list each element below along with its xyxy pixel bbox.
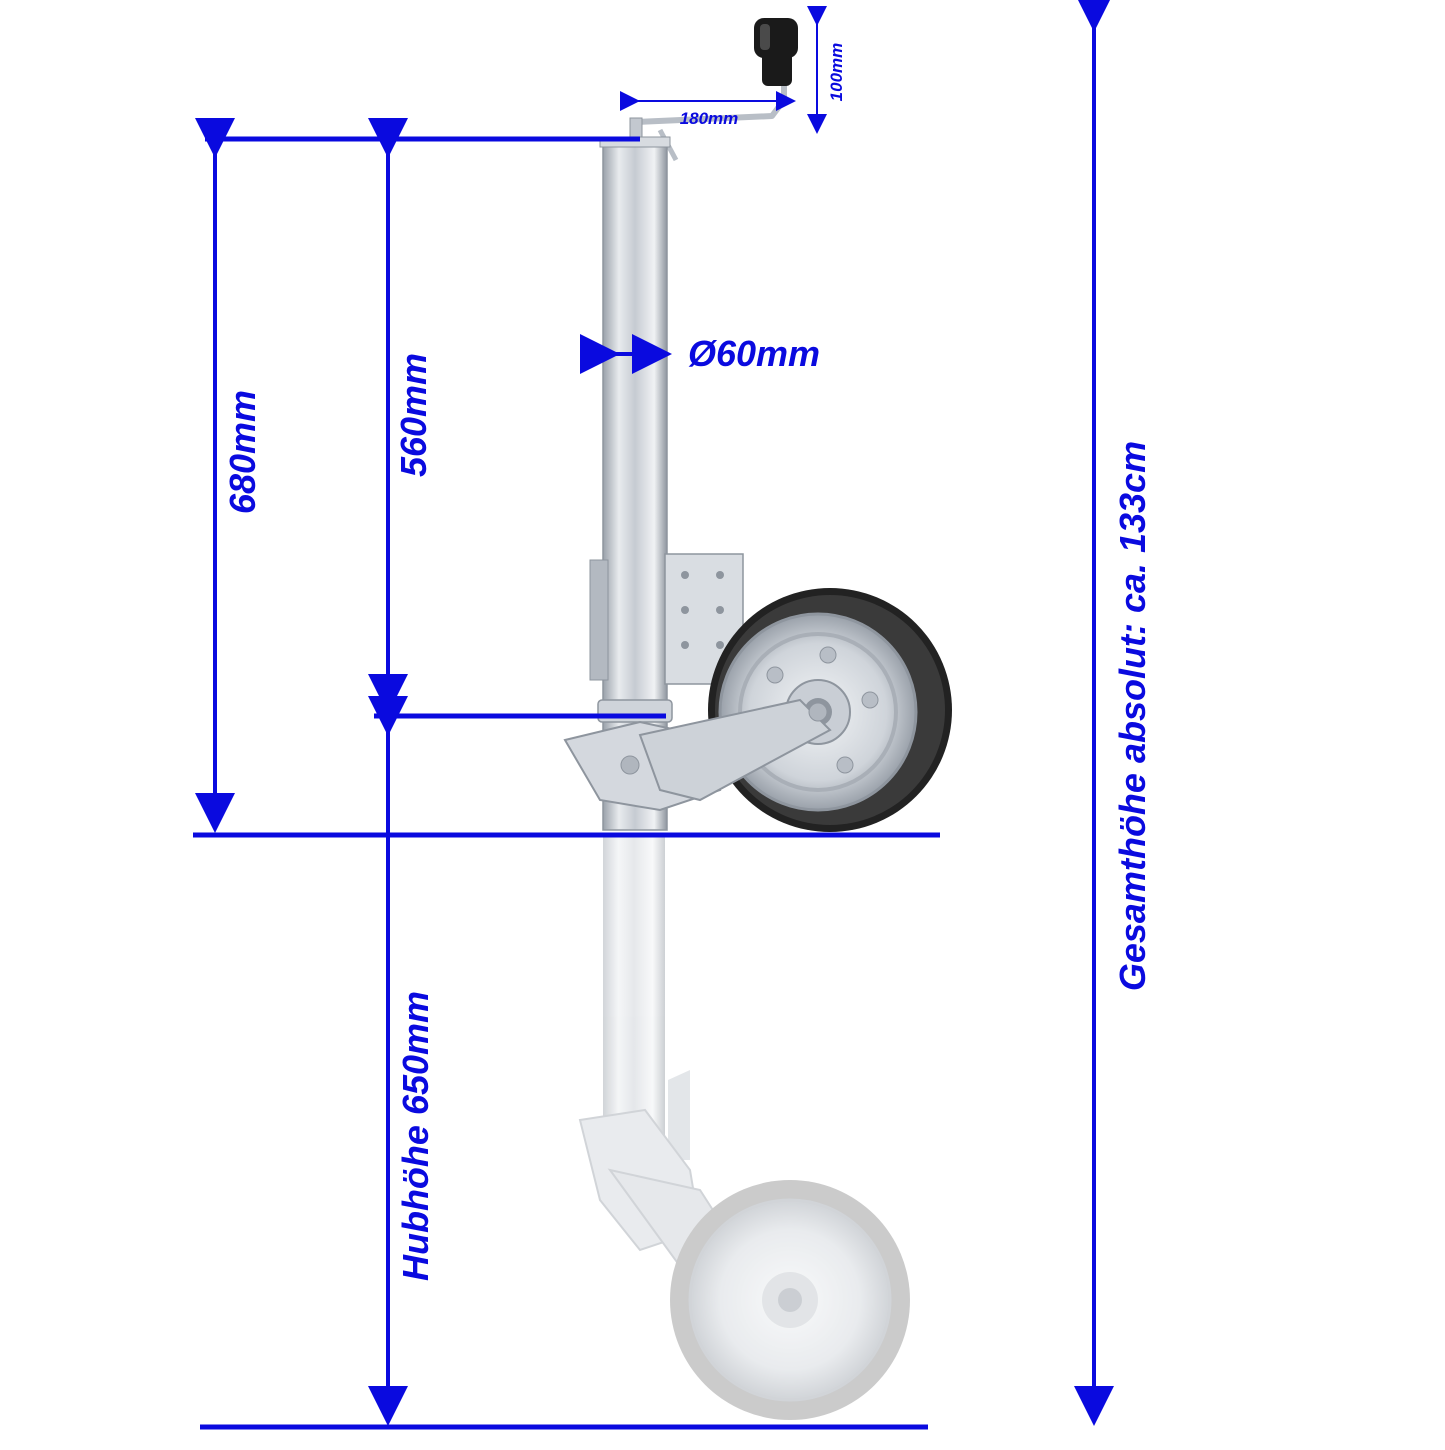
wheel-fork: [563, 698, 832, 812]
dimension-lines: [193, 0, 1114, 1430]
total-height-label: Gesamthöhe absolut: ca. 133cm: [1112, 441, 1153, 991]
crank-height-label: 100mm: [827, 43, 846, 102]
wheel-icon: [708, 588, 952, 832]
jockey-wheel-icon: [563, 18, 952, 832]
crank-width-label: 180mm: [680, 109, 739, 128]
tube-diameter-label: Ø60mm: [688, 333, 820, 374]
height-560-label: 560mm: [393, 353, 434, 477]
lowered-position-ghost: [578, 835, 910, 1420]
stroke-height-label: Hubhöhe 650mm: [395, 991, 436, 1281]
crank-knob-icon: [754, 18, 798, 86]
height-680-label: 680mm: [222, 390, 263, 514]
